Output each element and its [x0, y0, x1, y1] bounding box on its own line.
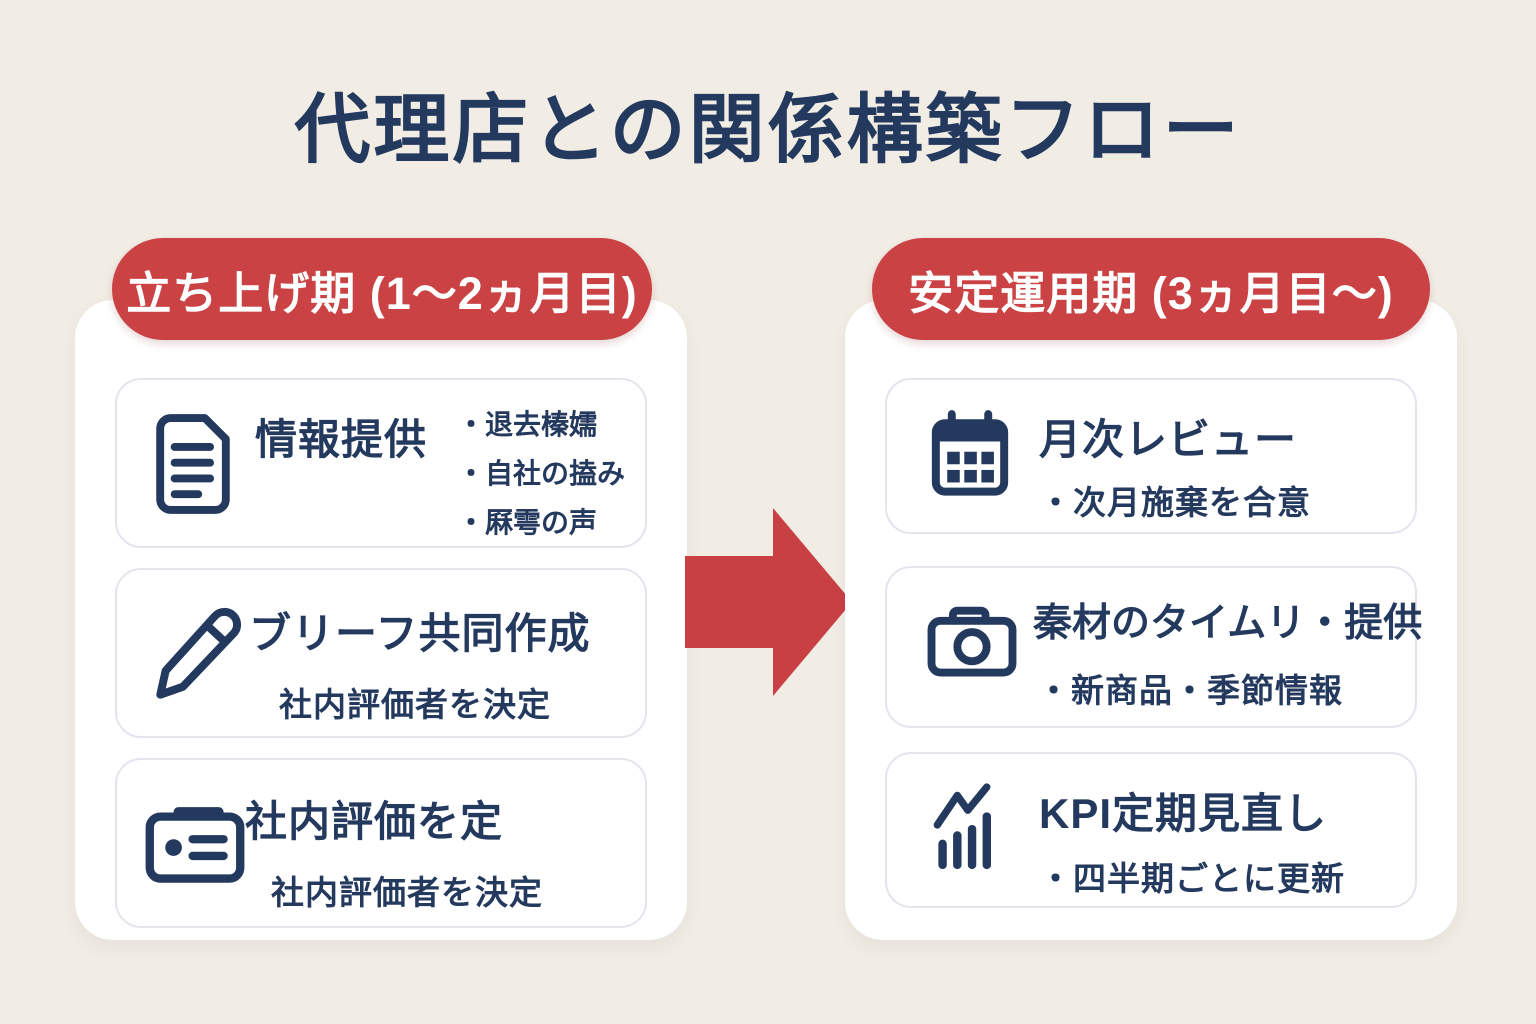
- bullet-item: ・自社の搕み: [457, 458, 626, 489]
- card-title: 情報提供: [255, 416, 428, 463]
- card-title: ブリーフ共同作成: [249, 610, 591, 657]
- card-title: 月次レビュー: [1039, 416, 1298, 463]
- camera-icon: [927, 606, 1017, 677]
- calendar-icon: [931, 410, 1009, 496]
- pencil-icon: [156, 607, 242, 699]
- card-subtitle: ・新商品・季節情報: [1037, 672, 1343, 709]
- launch-phase-header-label: 立ち上げ期 (1〜2ヵ月目): [126, 267, 638, 319]
- card-information-provision: 情報提供 ・退去榛嬬 ・自社の搕み ・厤雩の声: [115, 378, 647, 548]
- card-title: 社内評価を定: [245, 798, 504, 845]
- flow-arrow-icon: [685, 508, 852, 696]
- document-icon: [156, 414, 230, 514]
- card-kpi-review: KPI定期見直し ・四半期ごとに更新: [885, 752, 1417, 908]
- card-brief-cocreation: ブリーフ共同作成 社内評価者を決定: [115, 568, 647, 738]
- page-title: 代理店との関係構築フロー: [294, 88, 1242, 173]
- card-internal-evaluation: 社内評価を定 社内評価者を決定: [115, 758, 647, 928]
- card-subtitle: 社内評価者を決定: [271, 874, 543, 911]
- stable-phase-header-label: 安定運用期 (3ヵ月目〜): [908, 267, 1394, 319]
- card-subtitle: ・四半期ごとに更新: [1039, 860, 1345, 897]
- card-monthly-review: 月次レビュー ・次月施棄を合意: [885, 378, 1417, 534]
- id-card-icon: [145, 807, 245, 883]
- bullet-item: ・退去榛嬬: [457, 409, 598, 440]
- stable-phase-header: 安定運用期 (3ヵ月目〜): [872, 238, 1430, 340]
- bullet-item: ・厤雩の声: [457, 507, 598, 538]
- launch-phase-header: 立ち上げ期 (1〜2ヵ月目): [112, 238, 652, 340]
- card-subtitle: ・次月施棄を合意: [1039, 484, 1311, 521]
- card-bullets: ・退去榛嬬 ・自社の搕み ・厤雩の声: [457, 400, 625, 547]
- card-title: KPI定期見直し: [1039, 790, 1328, 837]
- card-title: 秦材のタイムリ・提供: [1033, 602, 1423, 645]
- card-material-provision: 秦材のタイムリ・提供 ・新商品・季節情報: [885, 566, 1422, 728]
- card-subtitle: 社内評価者を決定: [279, 686, 551, 723]
- chart-icon: [933, 783, 991, 870]
